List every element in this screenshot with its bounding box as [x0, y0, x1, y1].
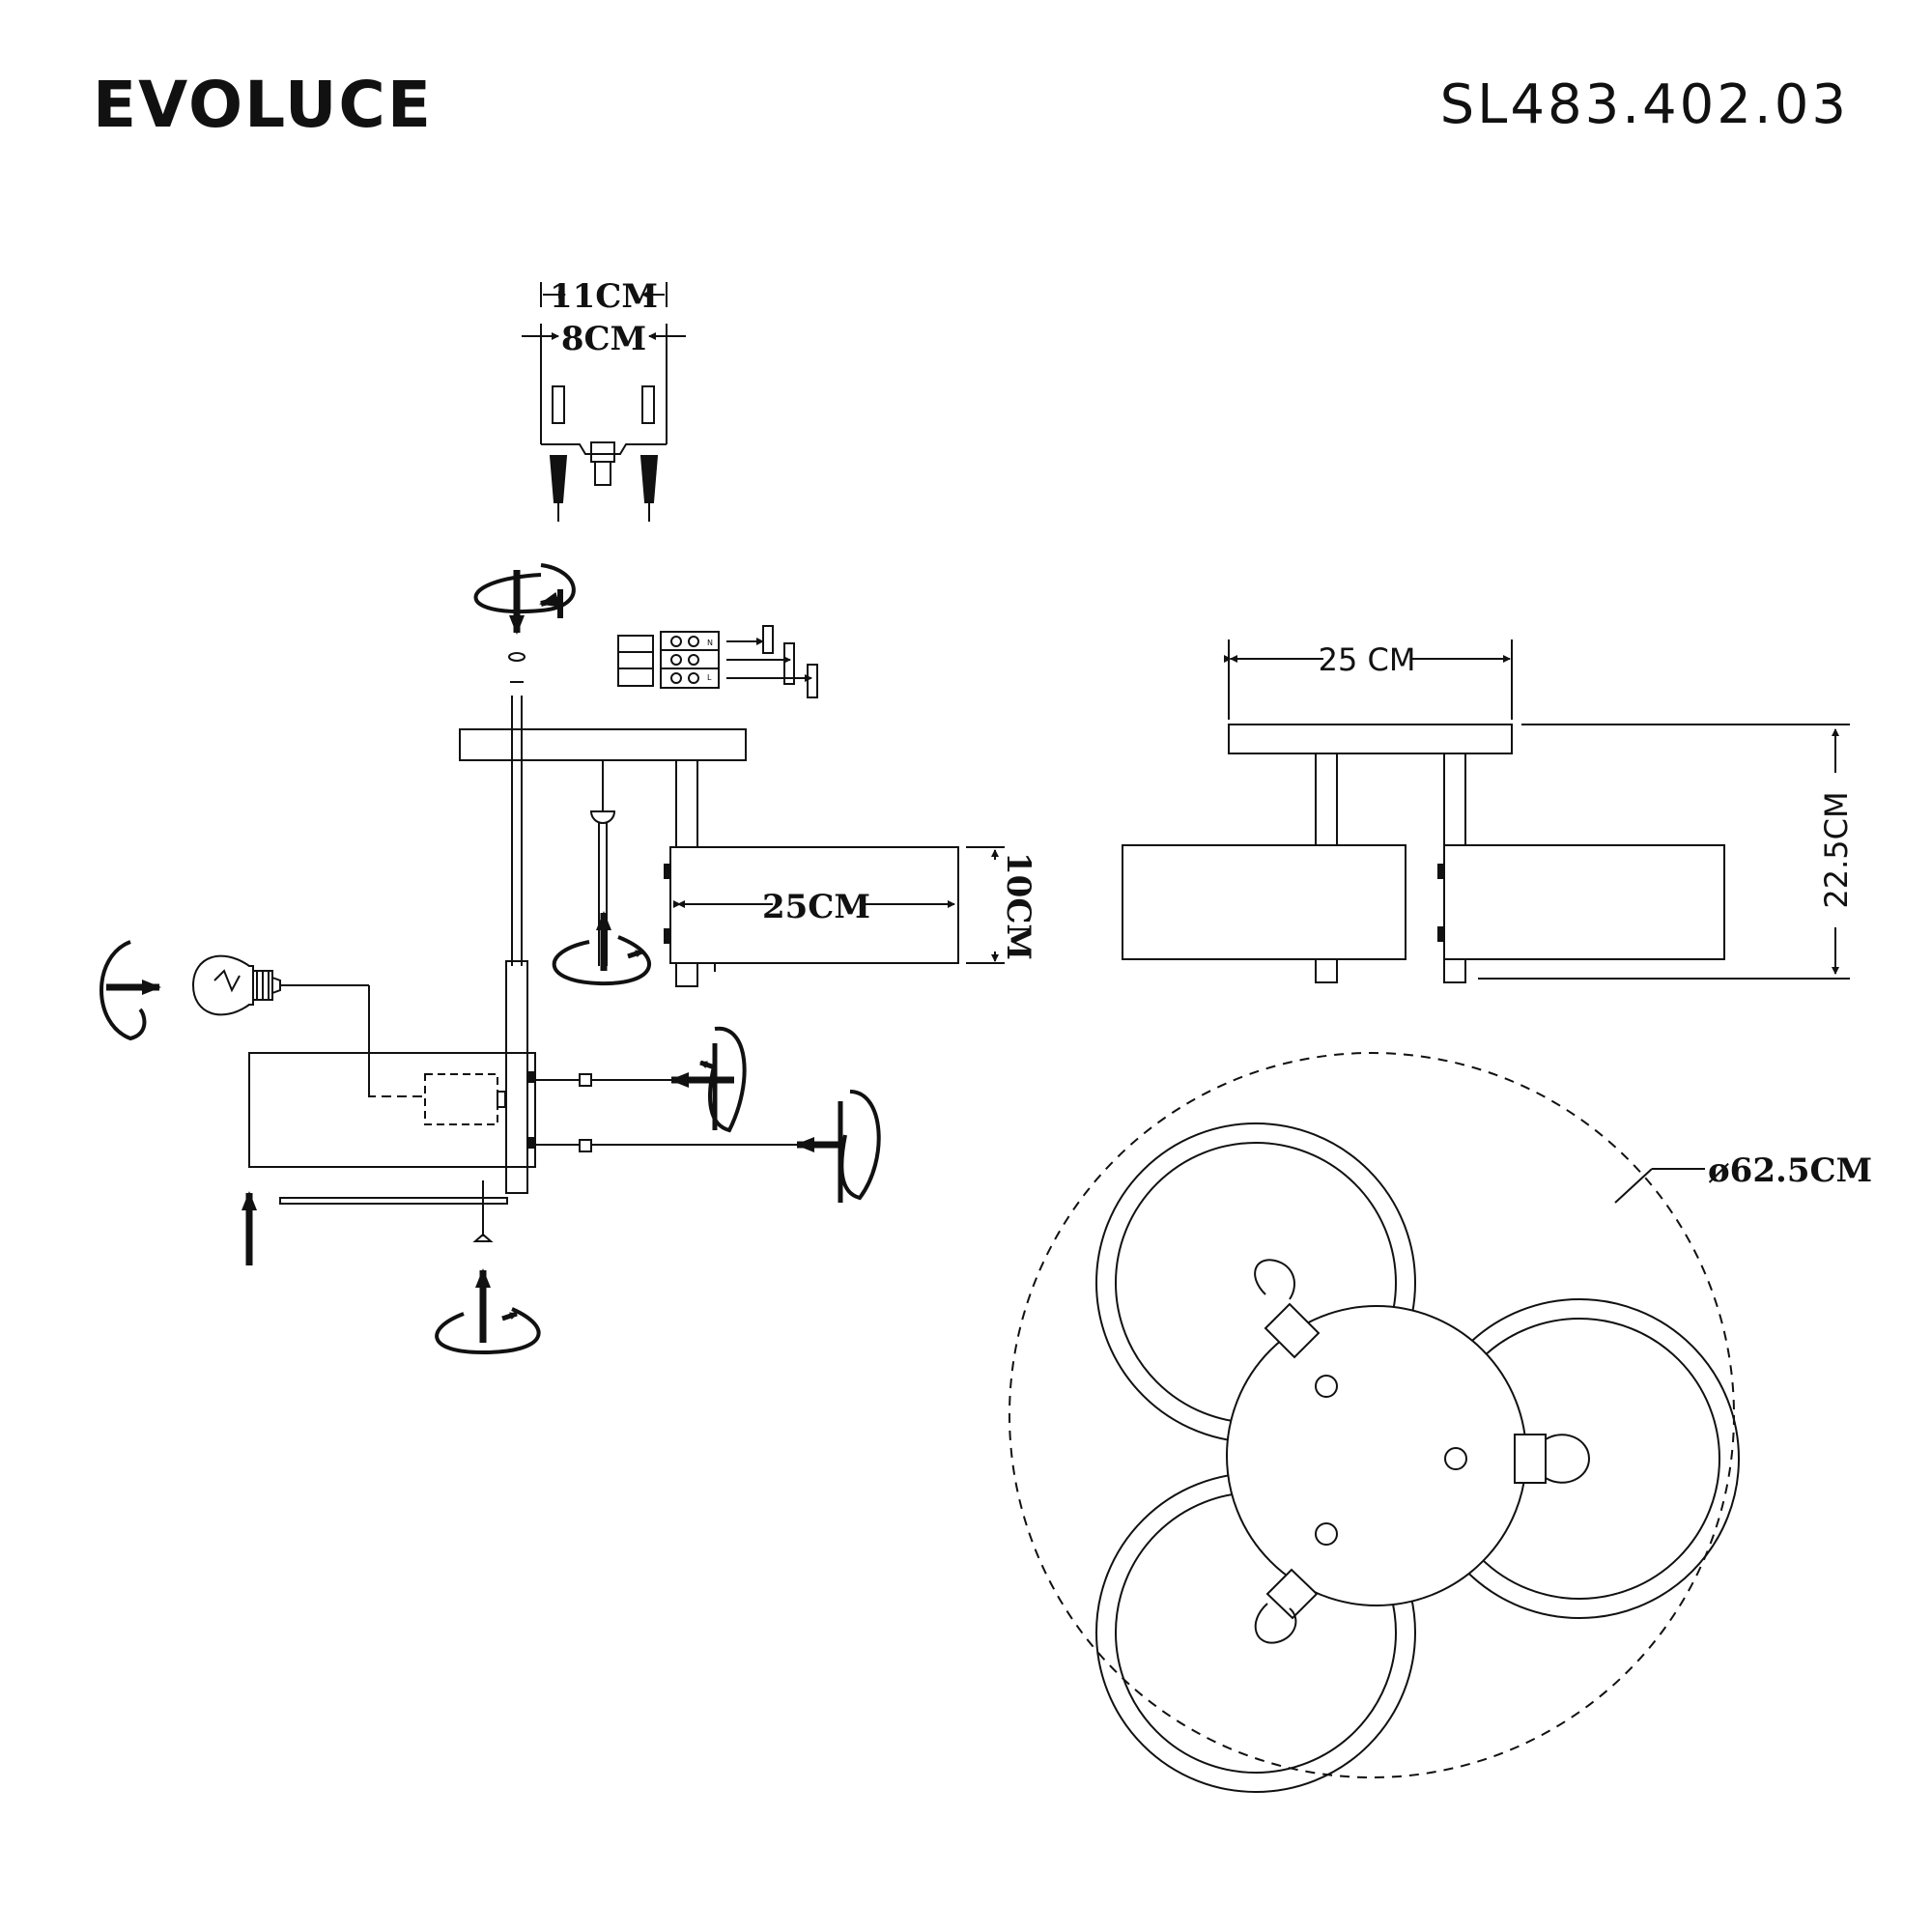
diameter-label: ø62.5CM: [1708, 1151, 1872, 1190]
canopy-width-label: 25 CM: [1319, 641, 1416, 678]
total-height-label: 22.5CM: [1818, 791, 1855, 908]
bulb-icon: [191, 954, 370, 1096]
terminal-n-label: N: [707, 639, 713, 647]
terminal-block: L N: [617, 625, 818, 698]
rotate-arrow-icon: [99, 940, 161, 1041]
terminal-l-label: L: [707, 673, 712, 682]
mounting-bracket: [541, 385, 667, 522]
bracket-outer-label: 11CM: [550, 277, 658, 316]
left-shade: 25CM 10CM: [664, 759, 1037, 987]
shade-height-label: 10CM: [999, 852, 1037, 960]
rotate-arrow-icon: [552, 911, 651, 986]
screw-arrow-icon: [669, 1026, 881, 1203]
side-elevation: 25 CM 22.5CM: [1122, 639, 1855, 983]
shade-length-left-label: 25CM: [762, 888, 870, 926]
plan-view: ø62.5CM: [1009, 1052, 1872, 1793]
lamp-body: [248, 960, 802, 1242]
rod: [508, 652, 526, 966]
bracket-dimension: 11CM 8CM: [522, 277, 686, 444]
model-number: SL483.402.03: [1439, 73, 1849, 136]
rotate-arrow-icon: [473, 563, 576, 635]
canopy-plate: [459, 728, 747, 761]
rotate-arrow-icon: [435, 1268, 541, 1355]
brand-title: EVOLUCE: [93, 68, 433, 142]
bracket-inner-label: 8CM: [561, 320, 646, 358]
